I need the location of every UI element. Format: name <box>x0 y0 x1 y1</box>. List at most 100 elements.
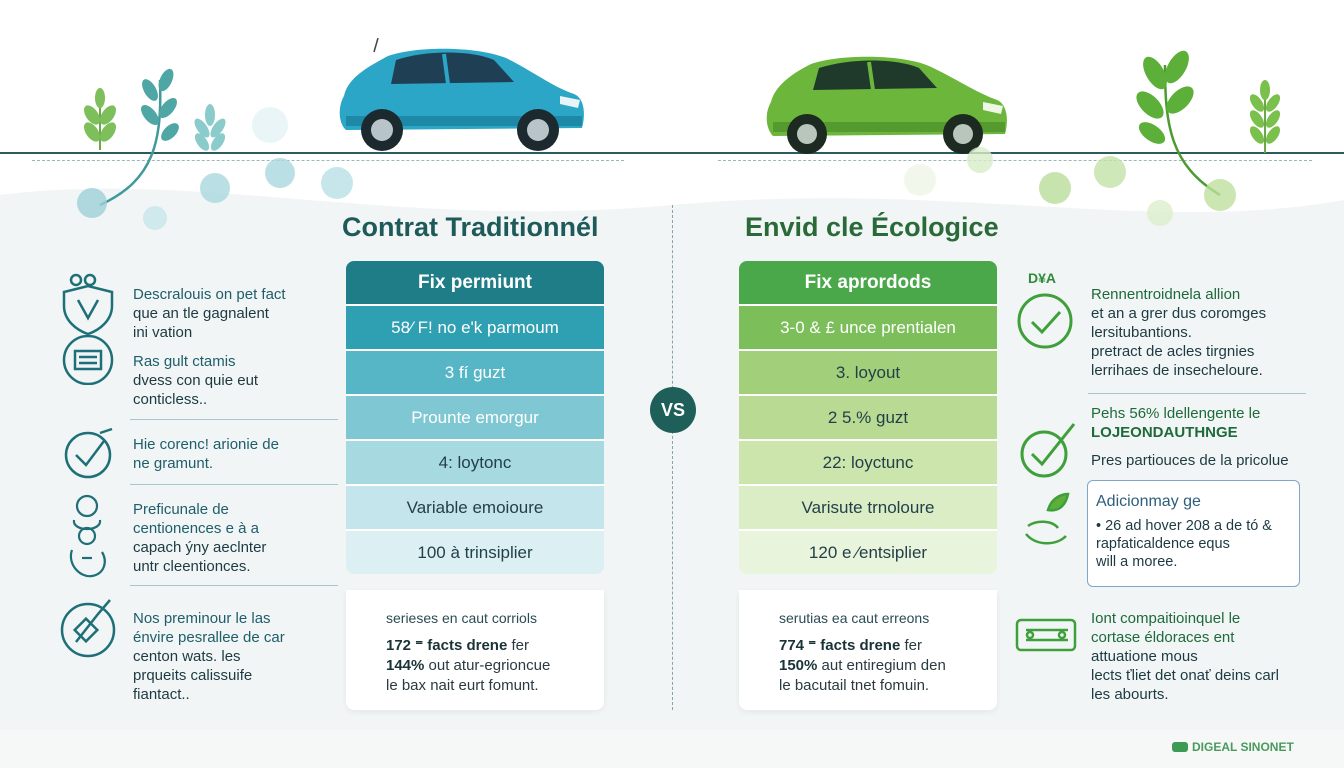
feature-line: conticless.. <box>133 391 208 408</box>
feature-block: Descralouis on pet fact que an tle gagna… <box>133 285 286 409</box>
notes-bold: 172 ⁼ facts drene <box>386 637 508 654</box>
person-cycle-icon <box>69 494 106 578</box>
notes-line: 774 ⁼ facts drene fer <box>779 636 973 656</box>
feature-block: Preficunale de centionences e à a capach… <box>133 500 266 576</box>
feature-line: attuatione mous <box>1091 648 1198 665</box>
feature-block: Nos preminour le las énvire pesrallee de… <box>133 609 285 704</box>
feature-block: Iont compaitioinquel le cortase éldorace… <box>1091 609 1279 704</box>
green-car-illustration <box>766 56 1007 154</box>
feature-line: Preficunale de <box>133 501 229 518</box>
shield-settings-icon <box>62 273 114 385</box>
feature-line: cortase éldoraces ent <box>1091 629 1235 646</box>
feature-line: untr cleentionces. <box>133 558 251 575</box>
feature-line: Descralouis on pet fact <box>133 286 286 303</box>
feature-line: dvess con quie eut <box>133 372 259 389</box>
feature-separator <box>1088 393 1306 394</box>
notes-line: 144% out atur-egrioncue <box>386 656 580 676</box>
ground-line <box>0 152 1344 154</box>
left-dash-line <box>32 160 624 161</box>
feature-line: pretract de acles tirgnies <box>1091 343 1255 360</box>
table-row: 3. loyout <box>739 349 997 394</box>
notes-line: 172 ⁼ facts drene fer <box>386 636 580 656</box>
info-box-line: rapfaticaldence equs <box>1096 536 1230 552</box>
feature-line: Ras gult ctamis <box>133 353 236 370</box>
check-leaf-icon <box>1020 423 1076 478</box>
table-row: 58⁄ F! no e'k parmoum <box>346 304 604 349</box>
ecological-column-title: Envid cle Écologice <box>745 212 999 242</box>
feature-line: énvire pesrallee de car <box>133 629 285 646</box>
info-box-line: • 26 ad hover 208 a de tó & <box>1096 518 1272 534</box>
notes-subtitle: serieses en caut corriols <box>386 610 537 626</box>
feature-line: Nos preminour le las <box>133 610 271 627</box>
battery-car-icon <box>1015 618 1077 652</box>
notes-text: out atur-egrioncue <box>424 657 551 674</box>
feature-block: Pres partiouces de la pricolue <box>1091 451 1289 470</box>
feature-line: Pres partiouces de la pricolue <box>1091 452 1289 469</box>
feature-line: ne gramunt. <box>133 455 214 472</box>
eco-label-icon: D¥A <box>1028 270 1057 286</box>
feature-block: Pehs 56% ldellengente le LOJEONDAUTHNGE <box>1091 404 1260 442</box>
table-row: 22: loyctunc <box>739 439 997 484</box>
table-row: 3 fí guzt <box>346 349 604 394</box>
feature-line: centionences e à a <box>133 520 259 537</box>
traditional-column-title: Contrat Traditionnél <box>342 212 599 242</box>
table-row: 4: loytonc <box>346 439 604 484</box>
notes-text: le bax nait eurt fomunt. <box>386 677 539 694</box>
table-row: 120 e ⁄entsiplier <box>739 529 997 574</box>
feature-line: Rennentroidnela allion <box>1091 286 1241 303</box>
feature-line: lersitubantions. <box>1091 324 1192 341</box>
right-dash-line <box>718 160 1312 161</box>
notes-text: le bacutail tnet fomuin. <box>779 677 930 694</box>
notes-bold: 144% <box>386 657 425 674</box>
tag-circle-icon <box>60 599 116 658</box>
feature-block: Rennentroidnela allion et an a grer dus … <box>1091 285 1266 380</box>
feature-separator <box>130 484 338 485</box>
feature-line: LOJEONDAUTHNGE <box>1091 424 1238 441</box>
check-gauge-icon <box>64 427 113 479</box>
feature-line: Iont compaitioinquel le <box>1091 610 1241 627</box>
notes-line: le bacutail tnet fomuin. <box>779 676 973 696</box>
brand-text: DIGEAL SINONET <box>1192 740 1294 754</box>
brand-logo: DIGEAL SINONET <box>1172 740 1294 754</box>
traditional-notes: serieses en caut corriols 172 ⁼ facts dr… <box>346 590 604 710</box>
table-row: Variable emoioure <box>346 484 604 529</box>
feature-line: Pehs 56% ldellengente le <box>1091 405 1261 422</box>
info-box-title: Adicionmay ge <box>1096 493 1201 510</box>
center-divider <box>672 205 673 710</box>
notes-text: fer <box>507 637 529 654</box>
table-row: Prounte emorgur <box>346 394 604 439</box>
feature-line: et an a grer dus coromges <box>1091 305 1267 322</box>
notes-line: le bax nait eurt fomunt. <box>386 676 580 696</box>
feature-line: que an tle gagnalent <box>133 305 269 322</box>
left-plants-illustration <box>77 68 353 230</box>
table-row: Varisute trnoloure <box>739 484 997 529</box>
feature-line: lerrihaes de insecheloure. <box>1091 362 1263 379</box>
ecological-table-header: Fix aprordods <box>739 261 997 304</box>
check-circle-icon <box>1017 293 1073 349</box>
info-box: Adicionmay ge • 26 ad hover 208 a de tó … <box>1087 480 1300 587</box>
vs-badge: VS <box>650 387 696 433</box>
feature-separator <box>130 585 338 586</box>
feature-separator <box>130 419 338 420</box>
feature-line: ini vation <box>133 324 193 341</box>
feature-line: fiantact.. <box>133 686 190 703</box>
table-row: 100 à trinsiplier <box>346 529 604 574</box>
notes-text: aut entiregium den <box>817 657 946 674</box>
ecological-notes: serutias ea caut erreons 774 ⁼ facts dre… <box>739 590 997 710</box>
table-row: 2 5.% guzt <box>739 394 997 439</box>
traditional-table-header: Fix permiunt <box>346 261 604 304</box>
feature-line: centon wats. les <box>133 648 241 665</box>
right-plants-illustration <box>904 50 1281 226</box>
feature-line: Hie corenc! arionie de <box>133 436 279 453</box>
ecological-table: Fix aprordods 3-0 & £ unce prentialen 3.… <box>739 261 997 574</box>
notes-subtitle: serutias ea caut erreons <box>779 610 930 626</box>
hand-leaf-icon <box>1025 492 1070 545</box>
feature-line: prqueits calissuife <box>133 667 253 684</box>
brand-mark-icon <box>1172 742 1188 752</box>
feature-line: lects ťliet det onať deins carl <box>1091 667 1280 684</box>
notes-bold: 150% <box>779 657 818 674</box>
notes-text: fer <box>900 637 922 654</box>
table-row: 3-0 & £ unce prentialen <box>739 304 997 349</box>
feature-line: les abourts. <box>1091 686 1169 703</box>
blue-car-illustration <box>339 38 584 151</box>
